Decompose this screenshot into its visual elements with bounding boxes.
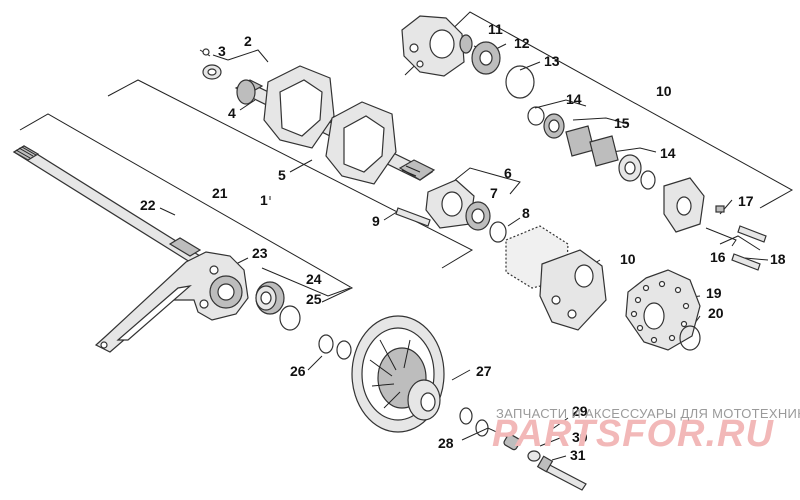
callout-28: 28 xyxy=(438,435,454,451)
callout-15: 15 xyxy=(614,115,630,131)
bolt-set-part xyxy=(503,433,587,491)
seal-11-part xyxy=(459,34,473,54)
gearcase-lower-part xyxy=(505,225,607,331)
mount-bracket-part xyxy=(94,251,249,353)
seal-3-part xyxy=(199,48,222,80)
callout-13: 13 xyxy=(544,53,560,69)
bearing-12-part xyxy=(471,41,501,75)
bearing-4-part xyxy=(236,79,256,105)
washer-28a-part xyxy=(459,407,473,425)
callout-16: 16 xyxy=(710,249,726,265)
callout-14-bottom: 14 xyxy=(660,145,676,161)
snap-ring-25-part xyxy=(279,305,301,331)
pulley-part xyxy=(351,315,445,433)
bolt-9-part xyxy=(395,207,431,227)
callout-7: 7 xyxy=(490,185,498,201)
callout-2: 2 xyxy=(244,33,252,49)
callout-6: 6 xyxy=(504,165,512,181)
callout-9: 9 xyxy=(372,213,380,229)
callout-18: 18 xyxy=(770,251,786,267)
callout-22: 22 xyxy=(140,197,156,213)
callout-10-top: 10 xyxy=(656,83,672,99)
callout-27: 27 xyxy=(476,363,492,379)
clip-17-part xyxy=(715,205,725,213)
callout-8: 8 xyxy=(522,205,530,221)
spacer-26b-part xyxy=(336,340,352,360)
watermark-caption: ЗАПЧАСТИ И АКСЕССУАРЫ ДЛЯ МОТОТЕХНИКИ xyxy=(496,406,800,421)
driveshaft-part xyxy=(12,145,202,263)
callout-5: 5 xyxy=(278,167,286,183)
callout-19: 19 xyxy=(706,285,722,301)
callout-17: 17 xyxy=(738,193,754,209)
bushing-14b-part xyxy=(618,154,642,182)
bushing-14-part xyxy=(543,113,565,139)
callout-24: 24 xyxy=(306,271,322,287)
callout-11: 11 xyxy=(488,21,503,37)
pin-16-part xyxy=(705,227,737,247)
callout-12: 12 xyxy=(514,35,530,51)
brake-disc-part xyxy=(625,269,701,351)
callout-21: 21 xyxy=(212,185,228,201)
callout-labels: 1 2 3 4 5 6 7 8 9 10 10 11 12 13 14 14 1… xyxy=(140,21,786,463)
ring-14b-part xyxy=(640,170,656,190)
callout-14-top: 14 xyxy=(566,91,582,107)
watermark: PARTSFOR.RU ЗАПЧАСТИ И АКСЕССУАРЫ ДЛЯ МО… xyxy=(492,406,800,455)
callout-23: 23 xyxy=(252,245,268,261)
callout-25: 25 xyxy=(306,291,322,307)
callout-3: 3 xyxy=(218,43,226,59)
caliper-part xyxy=(663,177,705,233)
callout-26: 26 xyxy=(290,363,306,379)
ring-8-part xyxy=(489,221,507,243)
bolt-18b-part xyxy=(731,253,761,271)
snap-ring-20-part xyxy=(679,325,701,351)
washer-28b-part xyxy=(475,419,489,437)
callout-31: 31 xyxy=(570,447,586,463)
bearing-24-part xyxy=(255,281,285,315)
watermark-logo: PARTSFOR.RU xyxy=(492,413,774,455)
track-driveshaft-part xyxy=(234,65,436,185)
parts-illustration xyxy=(12,15,767,491)
oring-13-part xyxy=(505,65,535,99)
callout-20: 20 xyxy=(708,305,724,321)
bearing-7-part xyxy=(465,201,491,231)
brake-pads-part xyxy=(565,125,619,167)
ring-14a-part xyxy=(527,106,545,126)
gearcase-top-part xyxy=(401,15,465,77)
spacer-26a-part xyxy=(318,334,334,354)
callout-4: 4 xyxy=(228,105,236,121)
flange-6-part xyxy=(425,179,475,229)
callout-29: 29 xyxy=(572,403,588,419)
callout-30: 30 xyxy=(572,429,588,445)
callout-1: 1 xyxy=(260,192,268,208)
bolt-18a-part xyxy=(737,225,767,243)
callout-10-lower: 10 xyxy=(620,251,636,267)
